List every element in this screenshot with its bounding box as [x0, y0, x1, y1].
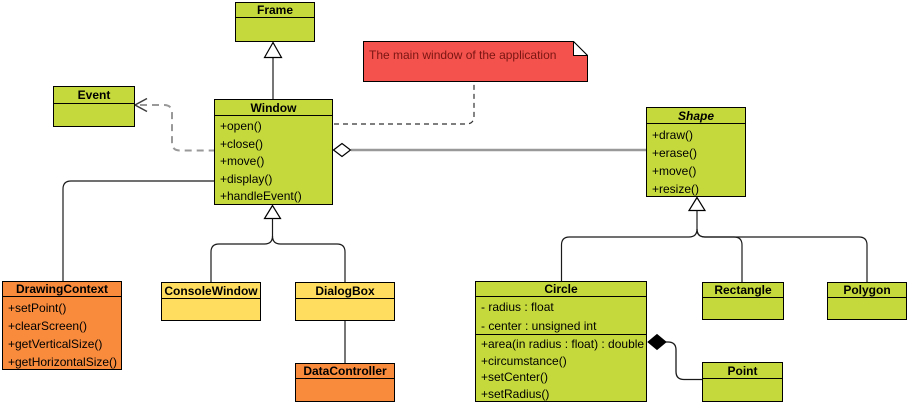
method-line: +setRadius(): [481, 386, 550, 401]
class-circle[interactable]: Circle - radius : float - center : unsig…: [475, 281, 647, 402]
empty-compartment: [828, 298, 906, 319]
branch-to-consolewindow[interactable]: [210, 235, 274, 282]
class-point[interactable]: Point: [702, 362, 783, 402]
class-title: Shape: [647, 108, 745, 124]
class-drawingcontext[interactable]: DrawingContext +setPoint() +clearScreen(…: [2, 281, 122, 370]
class-title: Frame: [236, 3, 314, 18]
branch-to-polygon[interactable]: [696, 228, 868, 282]
class-consolewindow[interactable]: ConsoleWindow: [161, 282, 261, 321]
class-title: DialogBox: [296, 283, 394, 299]
class-title: Rectangle: [703, 283, 783, 298]
empty-compartment: [703, 298, 783, 319]
method-line: +getHorizontalSize(): [8, 355, 118, 369]
method-line: +clearScreen(): [8, 319, 88, 333]
hollow-triangle-arrowhead[interactable]: [263, 204, 282, 220]
dependency-dashed-line[interactable]: [140, 104, 214, 152]
class-event[interactable]: Event: [53, 86, 135, 127]
method-line: +open(): [220, 119, 262, 133]
method-line: +getVerticalSize(): [8, 337, 103, 351]
class-title: Point: [703, 363, 782, 379]
class-title: Circle: [476, 282, 646, 297]
method-line: +display(): [220, 171, 273, 186]
method-line: +handleEvent(): [220, 189, 302, 203]
attribute-line: - center : unsigned int: [481, 318, 597, 333]
hollow-triangle-arrowhead[interactable]: [263, 41, 283, 59]
method-line: +close(): [220, 136, 264, 151]
class-title: ConsoleWindow: [162, 283, 260, 299]
class-datacontroller[interactable]: DataController: [295, 363, 395, 402]
class-title: DrawingContext: [3, 282, 121, 297]
method-line: +setPoint(): [8, 301, 67, 315]
empty-compartment: [54, 104, 134, 126]
note-body: [363, 41, 588, 82]
empty-compartment: [162, 299, 260, 320]
class-frame[interactable]: Frame: [235, 2, 315, 42]
method-line: +move(): [220, 154, 265, 168]
hollow-diamond[interactable]: [332, 142, 352, 158]
class-rectangle[interactable]: Rectangle: [702, 282, 784, 320]
empty-compartment: [296, 379, 394, 401]
note-anchor-line[interactable]: [334, 83, 475, 125]
generalization-subclasses-of-shape[interactable]: [560, 196, 868, 283]
branch-to-circle[interactable]: [560, 228, 698, 281]
note-shape: [363, 40, 589, 82]
generalization-subclasses-of-window[interactable]: [210, 204, 346, 283]
empty-compartment: [703, 379, 782, 401]
empty-compartment: [296, 299, 394, 320]
dependency-window-event[interactable]: [133, 97, 214, 152]
class-dialogbox[interactable]: DialogBox: [295, 282, 395, 321]
method-line: +erase(): [652, 146, 698, 160]
class-title: Event: [54, 87, 134, 104]
note-folded-corner-icon: [573, 40, 589, 56]
branch-to-dialogbox[interactable]: [271, 235, 346, 282]
class-window[interactable]: Window +open() +close() +move() +display…: [214, 99, 333, 205]
method-line: +setCenter(): [481, 370, 549, 384]
class-shape[interactable]: Shape +draw() +erase() +move() +resize(): [646, 107, 746, 197]
method-line: +circumstance(): [481, 353, 567, 368]
class-title: DataController: [296, 364, 394, 379]
association-window-drawingcontext[interactable]: [62, 180, 214, 281]
hollow-triangle-arrowhead[interactable]: [687, 196, 707, 212]
class-title: Polygon: [828, 283, 906, 298]
generalization-window-frame[interactable]: [263, 41, 283, 100]
composition-circle-point[interactable]: [647, 333, 702, 381]
empty-compartment: [236, 18, 314, 41]
composition-line[interactable]: [666, 341, 702, 381]
note-main-window[interactable]: The main window of the application: [363, 40, 589, 82]
method-line: +draw(): [652, 128, 694, 142]
method-line: +move(): [652, 164, 697, 178]
attribute-line: - radius : float: [481, 300, 554, 314]
open-arrowhead[interactable]: [133, 97, 148, 113]
note-text: The main window of the application: [369, 48, 557, 62]
method-line: +resize(): [652, 182, 700, 196]
filled-diamond[interactable]: [647, 333, 667, 351]
class-polygon[interactable]: Polygon: [827, 282, 907, 320]
class-title: Window: [215, 100, 332, 116]
aggregation-window-shape[interactable]: [332, 142, 647, 158]
method-line: +area(in radius : float) : double: [481, 337, 645, 351]
